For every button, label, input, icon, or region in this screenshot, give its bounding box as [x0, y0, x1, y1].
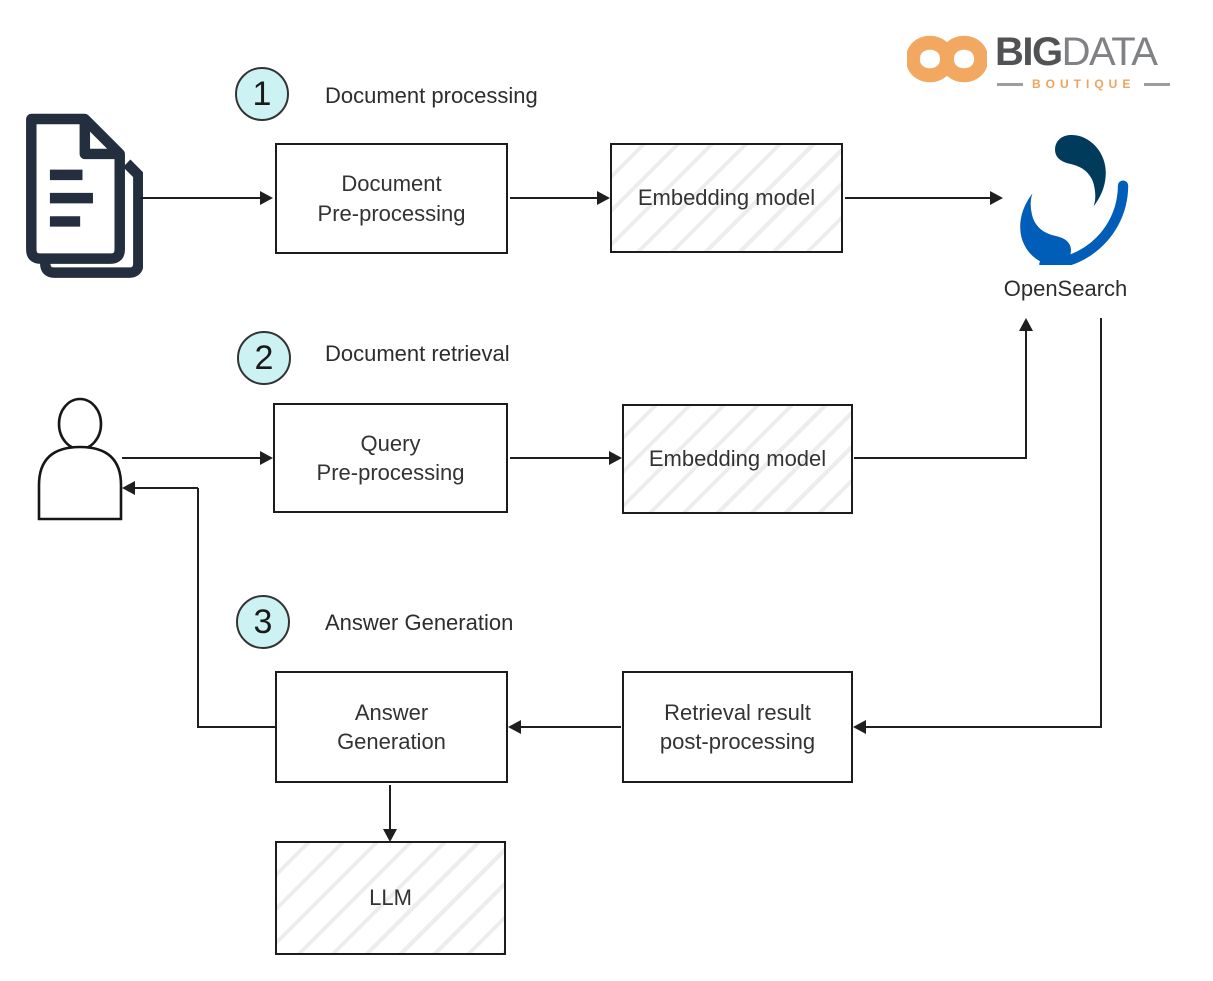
arrow-embedding2-to-opensearch-h: [854, 457, 1027, 459]
node-label-line: Query: [360, 430, 421, 456]
node-label-line: Embedding model: [648, 446, 827, 472]
infinity-icon: [907, 35, 987, 83]
arrowhead-embedding2-to-opensearch: [1019, 318, 1033, 331]
step-3-badge: 3: [236, 595, 290, 649]
step-2-number: 2: [254, 338, 274, 377]
arrowhead-answer-to-user: [122, 481, 135, 495]
subtitle-text: BOUTIQUE: [1032, 77, 1136, 91]
brand-name-bold: BIG: [995, 30, 1063, 74]
node-label-line: LLM: [369, 885, 412, 911]
arrow-retrieval-to-answer: [521, 726, 621, 728]
arrowhead-retrieval-to-answer: [508, 720, 521, 734]
documents-icon: [26, 113, 143, 278]
node-query-preprocessing: Query Pre-processing: [273, 403, 508, 513]
arrowhead-answer-to-llm: [383, 829, 397, 842]
node-answer-generation: Answer Generation: [275, 671, 508, 783]
arrowhead-preprocessing-to-embedding1: [597, 191, 610, 205]
arrow-query-to-embedding2: [510, 457, 610, 459]
arrowhead-user-to-query: [260, 451, 273, 465]
node-label-line: Answer: [354, 699, 429, 725]
opensearch-label: OpenSearch: [1003, 276, 1128, 301]
arrow-preprocessing-to-embedding1: [510, 197, 598, 199]
subtitle-dash-left: [997, 82, 1023, 86]
arrowhead-opensearch-to-retrieval: [853, 720, 866, 734]
step-1-number: 1: [252, 74, 272, 113]
arrow-embedding1-to-opensearch: [845, 197, 991, 199]
arrow-docs-to-preprocessing: [140, 197, 260, 199]
arrow-answer-to-llm: [389, 785, 391, 830]
node-label-line: Generation: [337, 729, 446, 754]
node-embedding-model-2: Embedding model: [622, 404, 853, 514]
node-label-line: post-processing: [659, 729, 816, 754]
node-retrieval-result-postprocessing: Retrieval result post-processing: [622, 671, 853, 783]
step-3-label: Answer Generation: [325, 610, 514, 635]
step-2-badge: 2: [237, 331, 291, 385]
arrow-opensearch-to-retrieval-h: [866, 726, 1102, 728]
node-document-preprocessing: Document Pre-processing: [275, 143, 508, 254]
node-label-line: Retrieval result: [664, 699, 811, 725]
arrow-user-to-query: [122, 457, 260, 459]
brand-subtitle: BOUTIQUE: [997, 77, 1171, 91]
brand-name-light: DATA: [1061, 30, 1158, 74]
arrow-answer-to-user-h2: [135, 487, 198, 489]
node-label-line: Pre-processing: [316, 460, 465, 485]
arrowhead-docs-to-preprocessing: [260, 191, 273, 205]
brand-name: BIGDATA: [995, 30, 1158, 74]
arrow-answer-to-user-v: [197, 488, 199, 728]
arrowhead-query-to-embedding2: [609, 451, 622, 465]
user-icon: [37, 397, 123, 521]
step-2-label: Document retrieval: [325, 341, 510, 366]
arrowhead-embedding1-to-opensearch: [990, 191, 1003, 205]
arrow-answer-to-user-h1: [198, 726, 276, 728]
step-1-label: Document processing: [325, 83, 538, 108]
bigdata-boutique-logo: BIGDATA BOUTIQUE: [905, 24, 1205, 94]
opensearch-logo: [1020, 135, 1129, 265]
step-1-badge: 1: [235, 67, 289, 121]
subtitle-dash-right: [1144, 82, 1171, 86]
arrow-embedding2-to-opensearch-v: [1025, 331, 1027, 459]
step-3-number: 3: [253, 602, 273, 641]
node-label-line: Document: [341, 171, 442, 197]
node-embedding-model-1: Embedding model: [610, 143, 843, 253]
node-llm: LLM: [275, 841, 506, 955]
node-label-line: Pre-processing: [317, 200, 466, 226]
arrow-opensearch-to-retrieval-v: [1100, 318, 1102, 728]
node-label-line: Embedding model: [637, 185, 816, 211]
